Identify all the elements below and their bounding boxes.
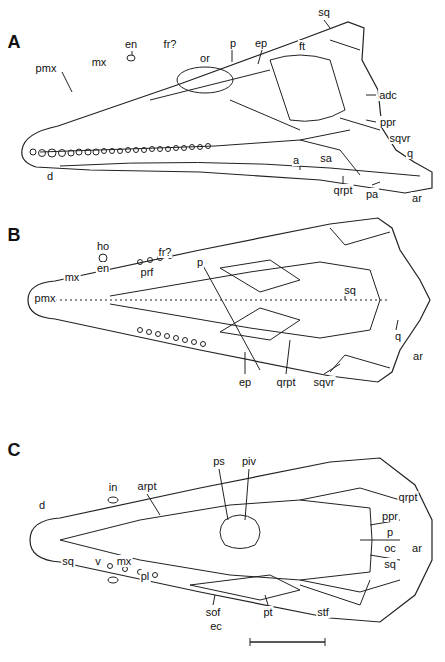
- anatomical-label: p: [229, 37, 237, 49]
- anatomical-label: qrpt: [276, 376, 297, 388]
- anatomical-label: pt: [262, 606, 273, 618]
- anatomical-label: p: [196, 256, 204, 268]
- anatomical-label: p: [386, 526, 394, 538]
- anatomical-label: piv: [241, 455, 257, 467]
- anatomical-label: ppr: [381, 510, 399, 522]
- anatomical-label: pa: [365, 188, 379, 200]
- anatomical-label: arpt: [137, 480, 158, 492]
- anatomical-label: q: [406, 147, 414, 159]
- anatomical-label: ps: [212, 455, 226, 467]
- anatomical-label: pmx: [34, 292, 57, 304]
- anatomical-label: sqvr: [313, 376, 336, 388]
- anatomical-label: mx: [91, 56, 108, 68]
- anatomical-label: sq: [383, 558, 397, 570]
- anatomical-label: en: [124, 38, 138, 50]
- anatomical-label: adc: [378, 89, 398, 101]
- panel-letter: C: [7, 440, 22, 460]
- anatomical-label: in: [108, 481, 119, 493]
- anatomical-label: prf: [140, 266, 155, 278]
- anatomical-label: ar: [411, 192, 423, 204]
- anatomical-label: q: [394, 330, 402, 342]
- anatomical-label: ppr: [379, 116, 397, 128]
- anatomical-label: ft: [298, 40, 306, 52]
- anatomical-label: mx: [64, 271, 81, 283]
- anatomical-label: v: [94, 555, 102, 567]
- panel-letter: A: [7, 32, 22, 52]
- anatomical-label: ec: [209, 620, 223, 632]
- anatomical-label: ho: [96, 240, 110, 252]
- anatomical-label: d: [46, 170, 54, 182]
- anatomical-label: sa: [319, 152, 333, 164]
- anatomical-label: fr?: [158, 246, 173, 258]
- anatomical-label: or: [199, 52, 211, 64]
- anatomical-label: pl: [140, 570, 151, 582]
- anatomical-label: sqvr: [389, 132, 412, 144]
- anatomical-label: ep: [254, 37, 268, 49]
- anatomical-label: en: [96, 262, 110, 274]
- anatomical-label: d: [38, 499, 46, 511]
- anatomical-label: ar: [411, 542, 423, 554]
- anatomical-label: fr?: [163, 38, 178, 50]
- anatomical-label: ep: [238, 376, 252, 388]
- anatomical-label: sof: [205, 606, 222, 618]
- anatomical-label: pmx: [35, 62, 58, 74]
- anatomical-label: qrpt: [333, 184, 354, 196]
- panel-letter: B: [7, 225, 22, 245]
- anatomical-label: qrpt: [398, 491, 419, 503]
- anatomical-label: sq: [61, 555, 75, 567]
- anatomical-label: a: [292, 154, 300, 166]
- anatomical-label: sq: [343, 284, 357, 296]
- anatomical-label: stf: [316, 606, 330, 618]
- anatomical-label: sq: [317, 6, 331, 18]
- anatomical-label: mx: [116, 555, 133, 567]
- anatomical-label: oc: [383, 542, 397, 554]
- anatomical-label: ar: [412, 350, 424, 362]
